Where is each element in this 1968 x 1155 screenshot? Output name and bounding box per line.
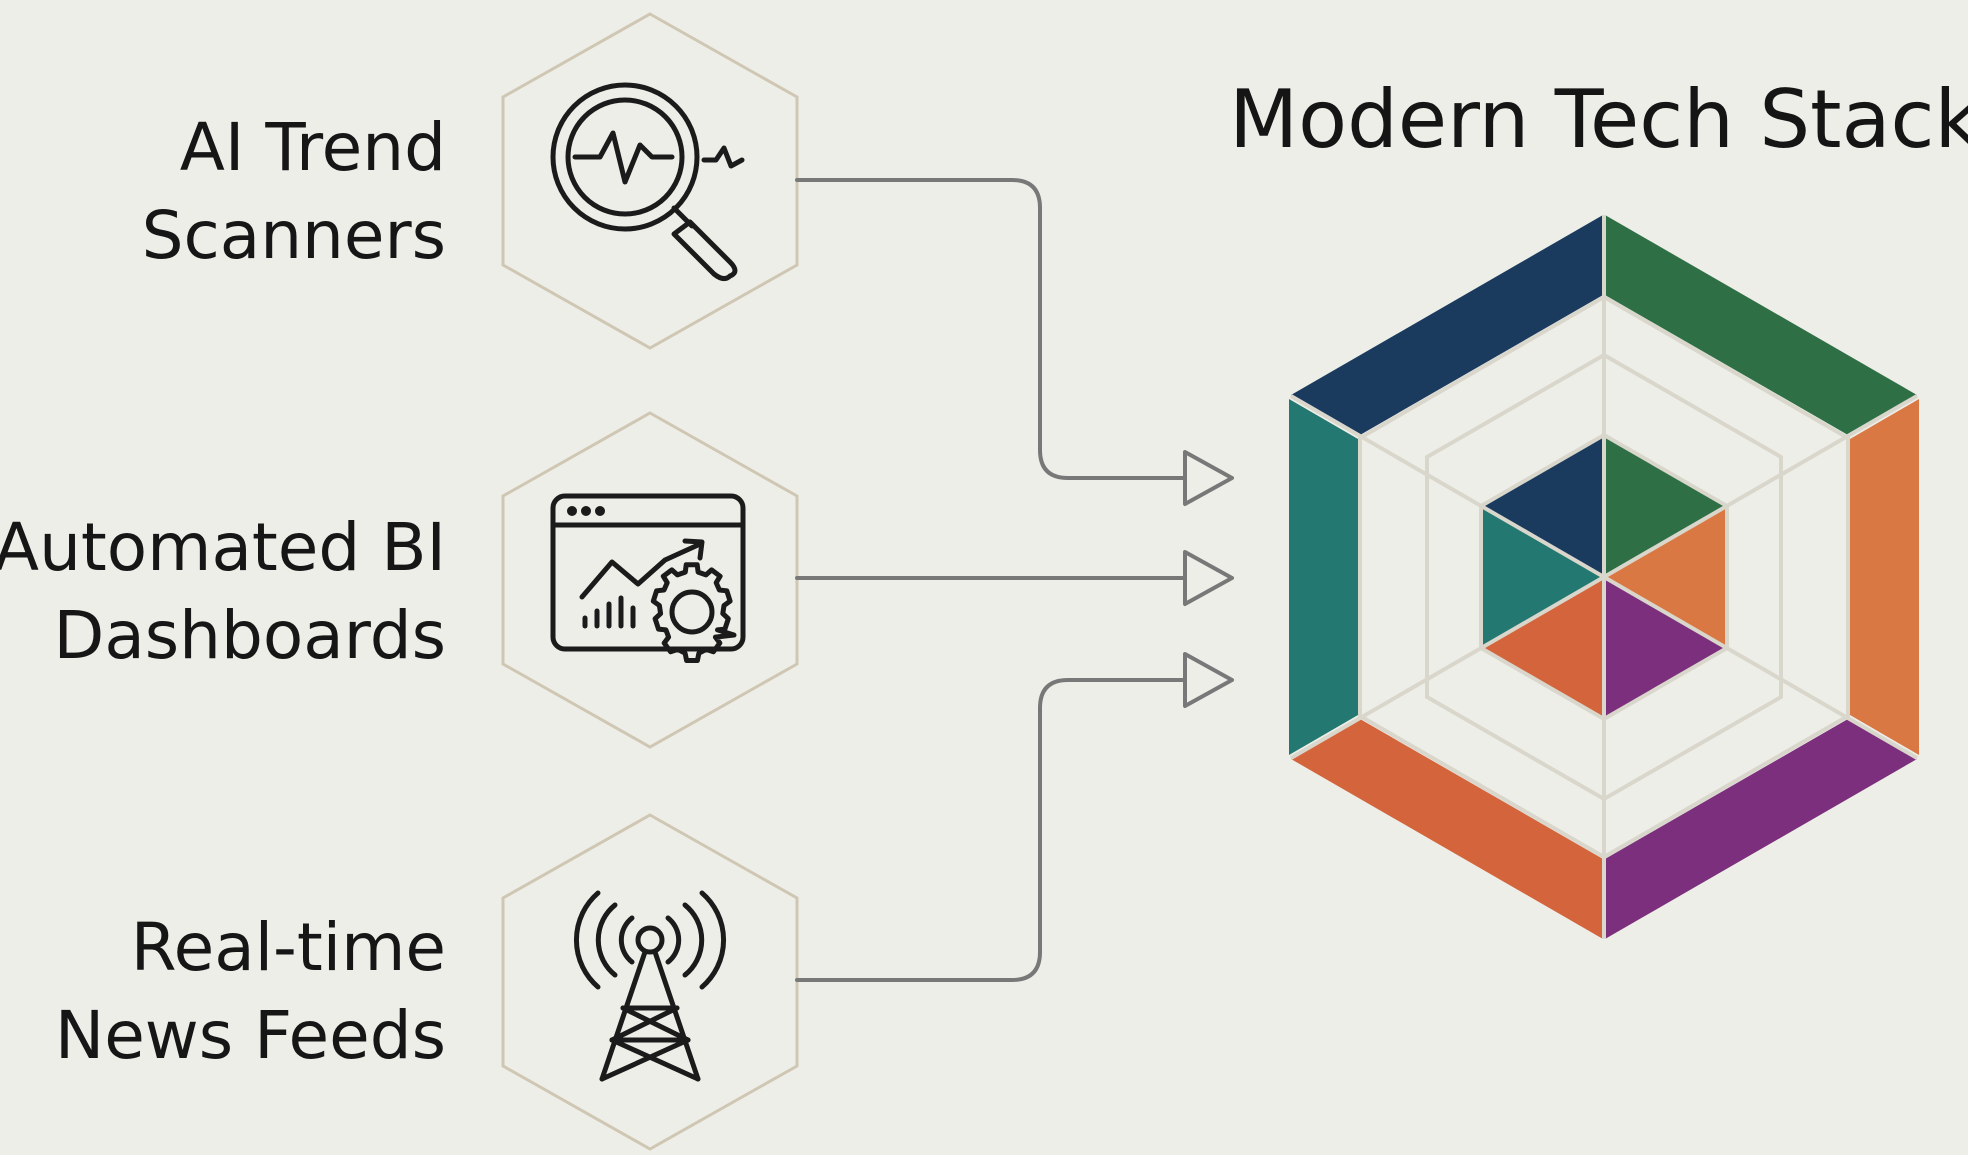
outer-segment-bottom-left [1291,719,1603,939]
hex-tile-automated-bi-dashboards [501,411,799,749]
inner-core [1481,435,1727,719]
hex-tile-real-time-news-feeds [501,813,799,1151]
inner-segment-left [1481,506,1604,648]
connector-real-time-news-feeds [795,678,1187,982]
inner-segment-top-left [1481,435,1604,577]
outer-segment-top-right [1605,215,1917,435]
inner-segment-bottom-left [1481,577,1604,719]
label-line: Dashboards [54,597,446,674]
input-label-ai-trend-scanners: AI Trend Scanners [142,109,446,274]
label-line: Automated BI [0,509,446,586]
tech-stack-hexagon [1289,215,1919,939]
outer-segment-bottom-right [1605,719,1917,939]
arrowhead-real-time-news-feeds [1183,652,1234,708]
inner-segment-top-right [1604,435,1727,577]
dashboard-chart-gear-icon [550,493,746,663]
magnifier-with-signal-icon [550,82,745,282]
outer-segment-top-left [1291,215,1603,435]
stack-title: Modern Tech Stack [1229,73,1968,166]
label-line: Real-time [131,909,446,986]
label-line: AI Trend [180,109,446,186]
outer-segment-right [1850,399,1919,755]
input-label-automated-bi-dashboards: Automated BI Dashboards [0,509,446,674]
grid-spoke [1289,394,1919,760]
label-line: News Feeds [55,997,446,1074]
arrowhead-automated-bi-dashboards [1183,550,1234,606]
input-label-real-time-news-feeds: Real-time News Feeds [55,909,446,1074]
hex-tile-ai-trend-scanners [501,12,799,350]
arrowhead-ai-trend-scanners [1183,450,1234,506]
connector-ai-trend-scanners [795,178,1187,480]
inner-segment-right [1604,506,1727,648]
inner-segment-bottom-right [1604,577,1727,719]
broadcast-tower-icon [574,890,726,1082]
label-line: Scanners [142,197,446,274]
outer-segment-left [1289,399,1358,755]
